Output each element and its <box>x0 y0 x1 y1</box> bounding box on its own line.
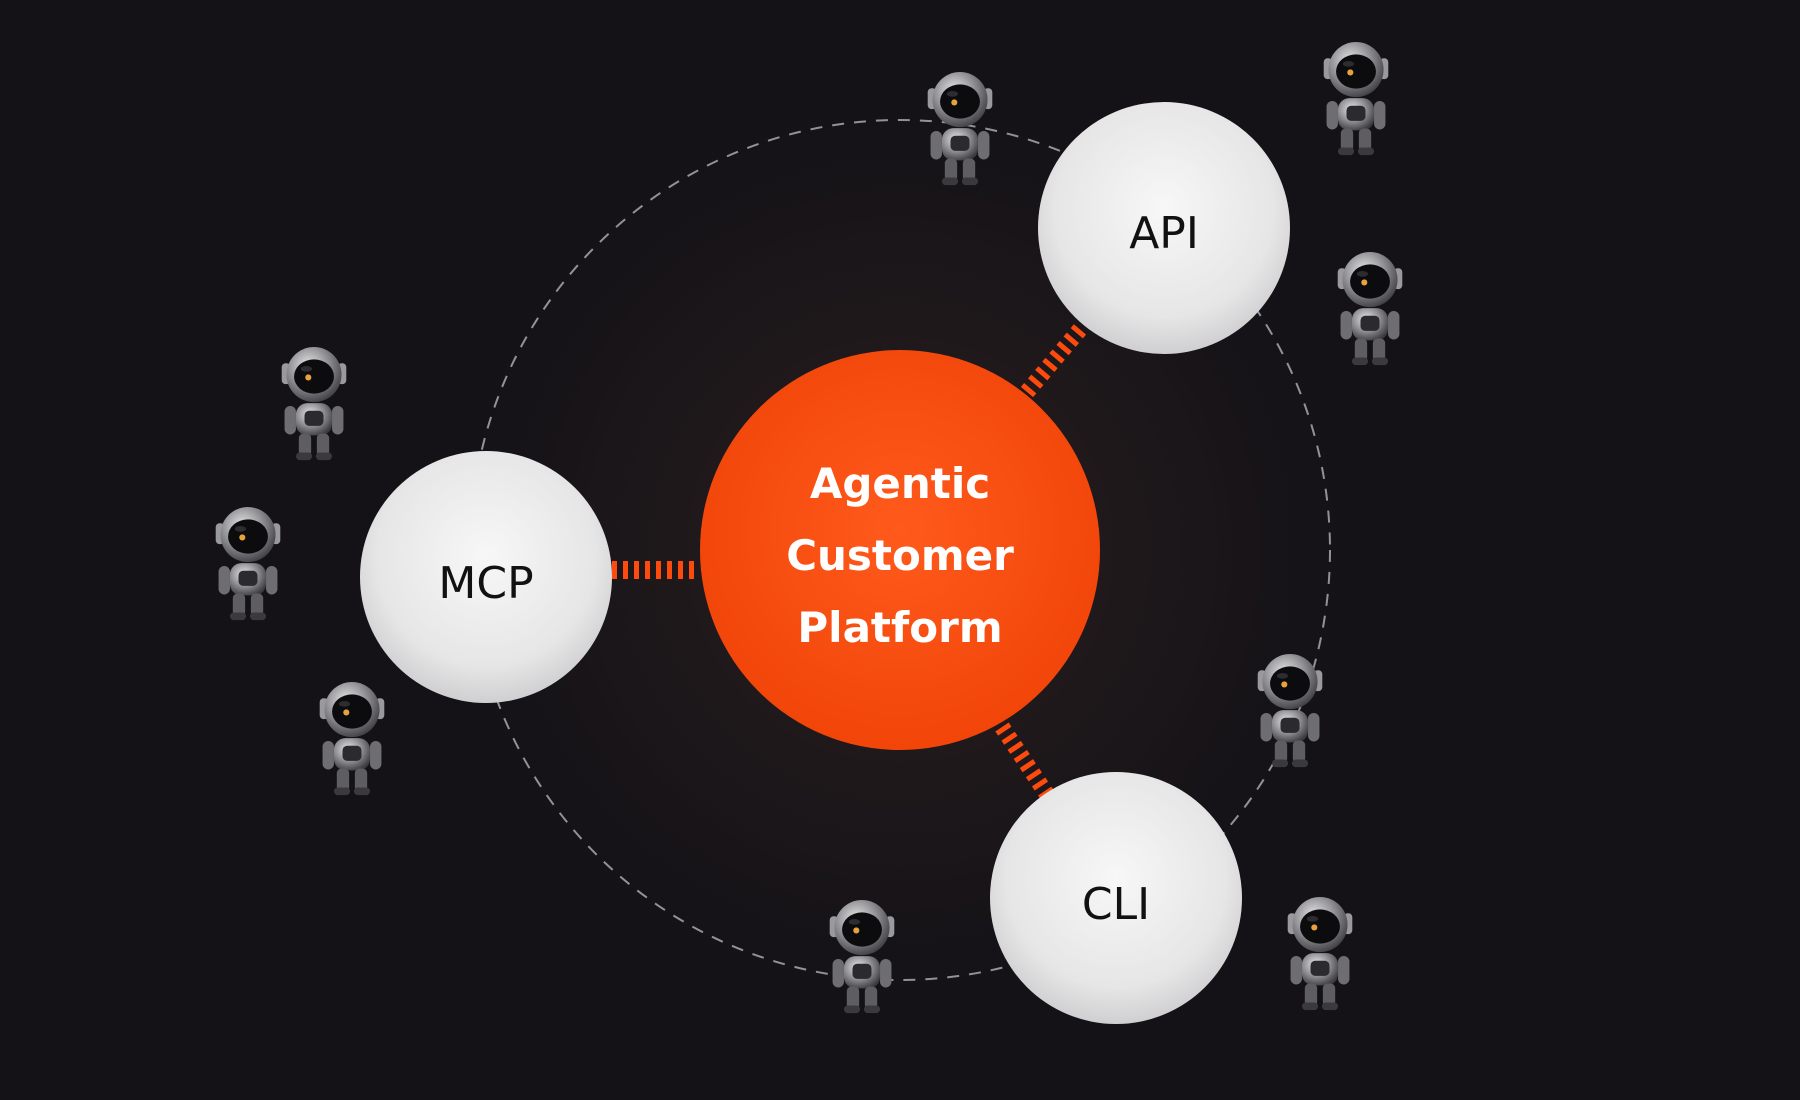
satellite-cli: CLI <box>990 772 1242 1024</box>
connector-cli <box>995 722 1055 801</box>
satellite-mcp: MCP <box>360 451 612 703</box>
satellite-cli-circle <box>990 772 1242 1024</box>
satellite-mcp-circle <box>360 451 612 703</box>
connector-api <box>1020 314 1095 398</box>
connectors <box>612 314 1095 801</box>
hub-circle <box>700 350 1100 750</box>
hub-label-line-1: Agentic <box>810 459 990 508</box>
satellite-api-circle <box>1038 102 1290 354</box>
satellite-api-label: API <box>1129 208 1199 259</box>
satellite-mcp-label: MCP <box>438 558 533 609</box>
satellite-api: API <box>1038 102 1290 354</box>
hub-label-line-3: Platform <box>797 603 1002 652</box>
platform-hub: Agentic Customer Platform <box>700 350 1100 750</box>
satellite-cli-label: CLI <box>1082 879 1150 930</box>
hub-label-line-2: Customer <box>786 531 1014 580</box>
